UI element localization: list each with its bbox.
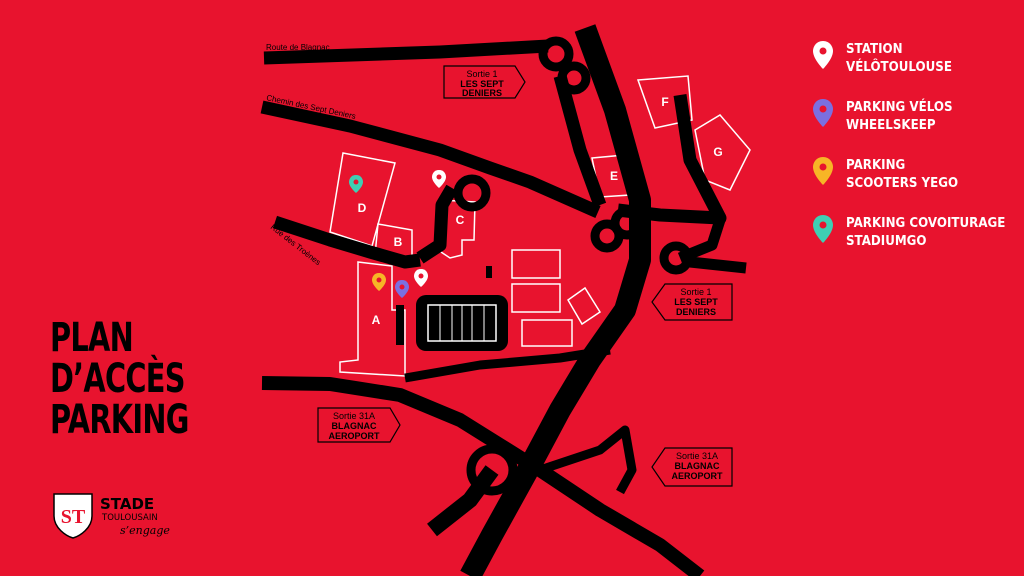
roundabout-1 xyxy=(538,36,574,72)
legend-4-line-2: STADIUMGO xyxy=(846,233,927,249)
teal-pin-icon[interactable] xyxy=(349,175,363,193)
parking-label-a: A xyxy=(372,313,381,327)
teal-pin-icon xyxy=(813,215,833,243)
lot-outline-4 xyxy=(567,286,602,326)
legend-3-line-2: SCOOTERS YEGO xyxy=(846,175,959,191)
stadium xyxy=(396,266,508,351)
legend-3-line-1: PARKING xyxy=(846,157,906,173)
white-pin-icon[interactable] xyxy=(432,170,446,188)
legend-item-stadiumgo: PARKING COVOITURAGE STADIUMGO xyxy=(808,214,1018,272)
white-pin-icon[interactable] xyxy=(414,269,428,287)
roundabout-7 xyxy=(466,444,518,496)
exit-2-line2: DENIERS xyxy=(676,307,716,317)
shield-icon xyxy=(53,493,93,539)
lot-outline-2 xyxy=(511,283,561,313)
local-road-2 xyxy=(553,74,607,208)
legend-item-wheelskeep: PARKING VÉLOS WHEELSKEEP xyxy=(808,98,1018,156)
legend-4-line-1: PARKING COVOITURAGE xyxy=(846,215,1006,231)
logo-sub: TOULOUSAIN xyxy=(101,513,158,523)
local-road-4 xyxy=(689,256,747,274)
roundabouts xyxy=(453,36,693,496)
parking-label-g: G xyxy=(713,145,722,159)
parking-f-outline xyxy=(636,75,693,129)
exit-sign-3: Sortie 31A BLAGNAC AEROPORT xyxy=(317,407,401,443)
parking-label-b: B xyxy=(394,235,403,249)
parking-label-d: D xyxy=(358,201,367,215)
route-de-blagnac-road xyxy=(263,39,549,65)
roundabout-6 xyxy=(659,241,693,275)
roundabout-2 xyxy=(557,61,591,95)
stade-toulousain-logo: ST STADE TOULOUSAIN s’engage xyxy=(53,493,170,539)
map-pins xyxy=(349,170,446,298)
purple-pin-icon xyxy=(813,99,833,127)
title-line-1: PLAN xyxy=(50,315,134,361)
lot-outline-1 xyxy=(511,249,561,279)
exit-1-line2: DENIERS xyxy=(462,88,502,98)
legend-2-line-1: PARKING VÉLOS xyxy=(846,99,953,115)
roads xyxy=(260,24,747,576)
parking-label-c: C xyxy=(456,213,465,227)
chemin-des-sept-deniers-road xyxy=(260,100,601,218)
legend-2-line-2: WHEELSKEEP xyxy=(846,117,936,133)
yellow-pin-icon xyxy=(813,157,833,185)
exit-3-line2: AEROPORT xyxy=(328,431,380,441)
local-road-1 xyxy=(416,184,458,264)
exit-2-label: Sortie 1 xyxy=(680,287,711,297)
exit-4-label: Sortie 31A xyxy=(676,451,718,461)
logo-name: STADE xyxy=(100,495,154,513)
roundabout-3 xyxy=(453,174,491,212)
ring-road xyxy=(261,376,705,576)
highway xyxy=(460,24,651,576)
logo-tagline: s’engage xyxy=(120,524,170,537)
legend-item-velotoulouse: STATION VÉLÔTOULOUSE xyxy=(808,40,1018,98)
legend-1-line-1: STATION xyxy=(846,41,903,57)
exit-2-line1: LES SEPT xyxy=(674,297,718,307)
exit-4-line1: BLAGNAC xyxy=(675,461,720,471)
purple-pin-icon[interactable] xyxy=(395,280,409,298)
yellow-pin-icon[interactable] xyxy=(372,273,386,291)
exit-3-label: Sortie 31A xyxy=(333,411,375,421)
exit-sign-2: Sortie 1 LES SEPT DENIERS xyxy=(651,283,733,321)
exit-4-line2: AEROPORT xyxy=(671,471,723,481)
white-pin-icon xyxy=(813,41,833,69)
exit-1-line1: LES SEPT xyxy=(460,79,504,89)
exit-3-line1: BLAGNAC xyxy=(332,421,377,431)
legend: STATION VÉLÔTOULOUSE PARKING VÉLOS WHEELSK… xyxy=(808,40,1018,272)
legend-1-line-2: VÉLÔTOULOUSE xyxy=(846,59,952,75)
exit-sign-1: Sortie 1 LES SEPT DENIERS xyxy=(443,65,526,99)
parking-label-e: E xyxy=(610,169,618,183)
exit-sign-4: Sortie 31A BLAGNAC AEROPORT xyxy=(651,447,733,487)
ramp-road-2 xyxy=(538,425,637,495)
airport-road xyxy=(427,465,499,537)
parking-label-f: F xyxy=(661,95,668,109)
lot-outline-3 xyxy=(521,319,573,347)
parking-d-outline xyxy=(329,152,396,247)
legend-item-yego: PARKING SCOOTERS YEGO xyxy=(808,156,1018,214)
roundabout-5 xyxy=(610,206,644,240)
page-title: PLAN D’ACCÈS PARKING xyxy=(50,318,189,441)
exit-1-label: Sortie 1 xyxy=(466,69,497,79)
rue-des-troenes-road xyxy=(272,215,421,269)
title-line-3: PARKING xyxy=(50,397,189,443)
logo-monogram: ST xyxy=(61,506,86,528)
road-label-route-blagnac: Route de Blagnac xyxy=(266,43,330,52)
title-line-2: D’ACCÈS xyxy=(50,356,186,402)
